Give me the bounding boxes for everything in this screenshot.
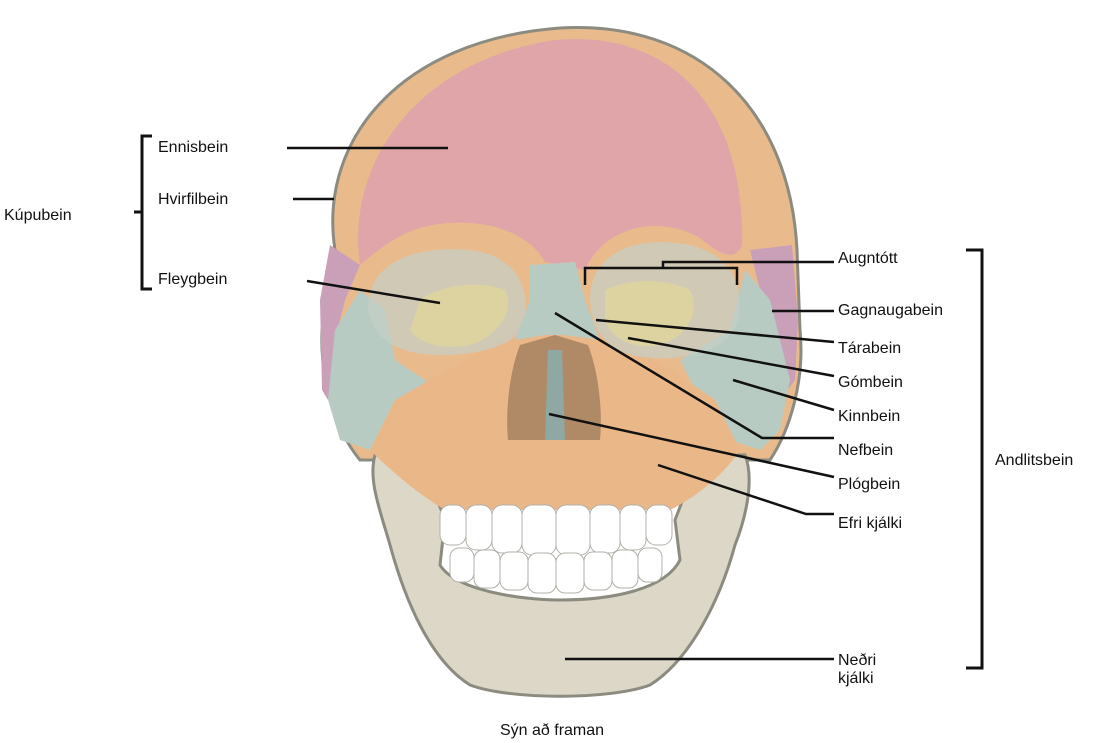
label-frontal: Ennisbein [158,139,228,157]
label-sphenoid: Fleygbein [158,271,227,289]
label-cranial-bones: Kúpubein [4,207,72,225]
upper-teeth [440,505,672,555]
lower-teeth [450,548,662,593]
label-zygomatic: Kinnbein [838,408,900,426]
label-temporal: Gagnaugabein [838,302,943,320]
label-maxilla: Efri kjálki [838,515,902,533]
label-parietal: Hvirfilbein [158,191,228,209]
label-mandible-line2: kjálki [838,670,874,688]
label-palatine: Gómbein [838,374,903,392]
label-vomer: Plógbein [838,476,900,494]
label-facial-bones: Andlitsbein [995,452,1073,470]
label-nasal: Nefbein [838,442,893,460]
cranial-bracket [134,136,152,289]
caption: Sýn að framan [500,722,604,740]
facial-bracket [966,250,982,668]
label-mandible-line1: Neðri [838,652,876,670]
label-lacrimal: Tárabein [838,340,901,358]
vomer-bone [545,350,565,440]
label-orbit: Augntótt [838,250,898,268]
